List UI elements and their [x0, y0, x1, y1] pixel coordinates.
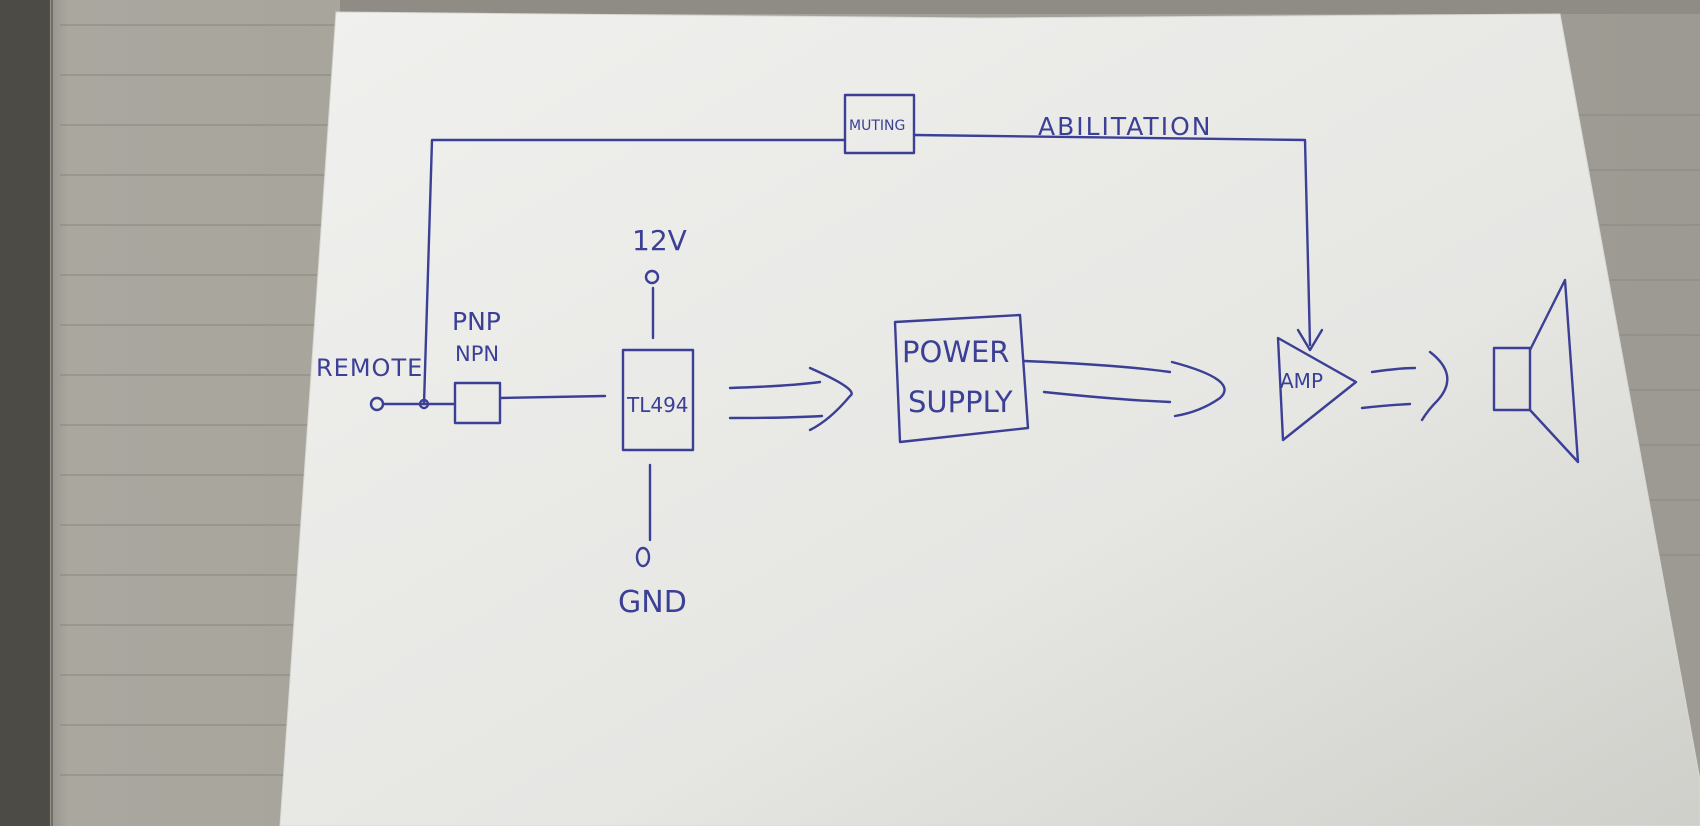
- diagram-labels: REMOTE PNP NPN 12V GND TL494 POWER SUPPL…: [316, 112, 1323, 620]
- notebook-top-strip: [340, 0, 1700, 14]
- transistor-box: [453, 381, 502, 425]
- amp-label: AMP: [1280, 369, 1323, 393]
- muting-box: [843, 93, 916, 155]
- pnp-label: PNP: [452, 307, 501, 336]
- amp-enable-arrowhead: [1296, 328, 1324, 352]
- ground-terminal: [635, 546, 651, 568]
- abilitation-label: ABILITATION: [1038, 112, 1212, 141]
- ic-to-psu-arrow: [728, 366, 853, 432]
- ic-box: [621, 348, 695, 452]
- gnd-label: GND: [618, 585, 687, 620]
- remote-label: REMOTE: [316, 354, 423, 382]
- power-supply-box: [893, 313, 1030, 444]
- circuit-diagram: [369, 93, 1580, 568]
- speaker-cone: [1528, 278, 1580, 464]
- speaker-magnet: [1492, 346, 1532, 412]
- amp-to-speaker-arrow: [1360, 350, 1449, 422]
- muting-label: MUTING: [849, 118, 905, 134]
- supply-12v-label: 12V: [632, 224, 687, 257]
- notebook-ruled-lines: [60, 24, 1700, 776]
- ic-label: TL494: [626, 393, 689, 417]
- supply-terminal: [644, 269, 660, 285]
- npn-label: NPN: [455, 342, 499, 366]
- transistor-to-ic-wire: [498, 394, 607, 400]
- power-label: POWER: [902, 335, 1009, 369]
- supply-label: SUPPLY: [908, 385, 1013, 419]
- junction-dot: [418, 398, 430, 410]
- muting-feedback-wire: [422, 133, 1312, 406]
- psu-to-amp-arrow: [1022, 359, 1226, 418]
- amp-triangle: [1276, 336, 1358, 442]
- paper-sheet: [279, 11, 1700, 826]
